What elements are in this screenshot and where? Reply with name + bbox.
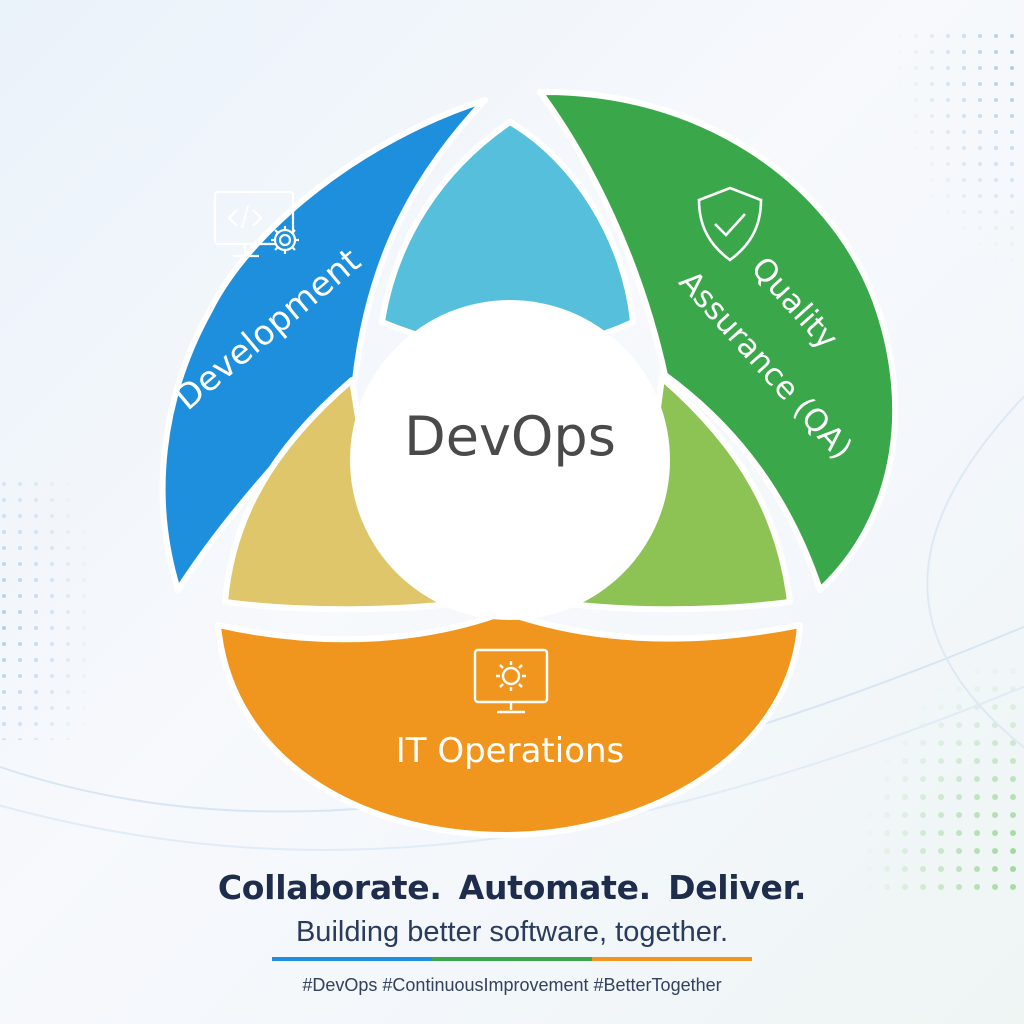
color-bar-blue bbox=[272, 957, 432, 961]
qa-segment[interactable] bbox=[537, 88, 899, 593]
hashtags: #DevOps #ContinuousImprovement #BetterTo… bbox=[302, 975, 722, 995]
color-bar bbox=[272, 957, 752, 961]
monitor-gear-icon bbox=[473, 648, 549, 714]
shield-check-icon bbox=[697, 186, 763, 262]
code-monitor-gear-icon bbox=[213, 190, 299, 258]
color-bar-orange bbox=[592, 957, 752, 961]
color-bar-green bbox=[432, 957, 592, 961]
operations-label: IT Operations bbox=[396, 731, 625, 771]
center-circle bbox=[350, 300, 670, 620]
development-segment[interactable] bbox=[159, 97, 488, 593]
center-label: DevOps bbox=[404, 405, 616, 468]
subtitle: Building better software, together. bbox=[295, 916, 729, 948]
tagline: Collaborate. Automate. Deliver. bbox=[217, 868, 807, 907]
operations-segment[interactable] bbox=[215, 609, 803, 838]
